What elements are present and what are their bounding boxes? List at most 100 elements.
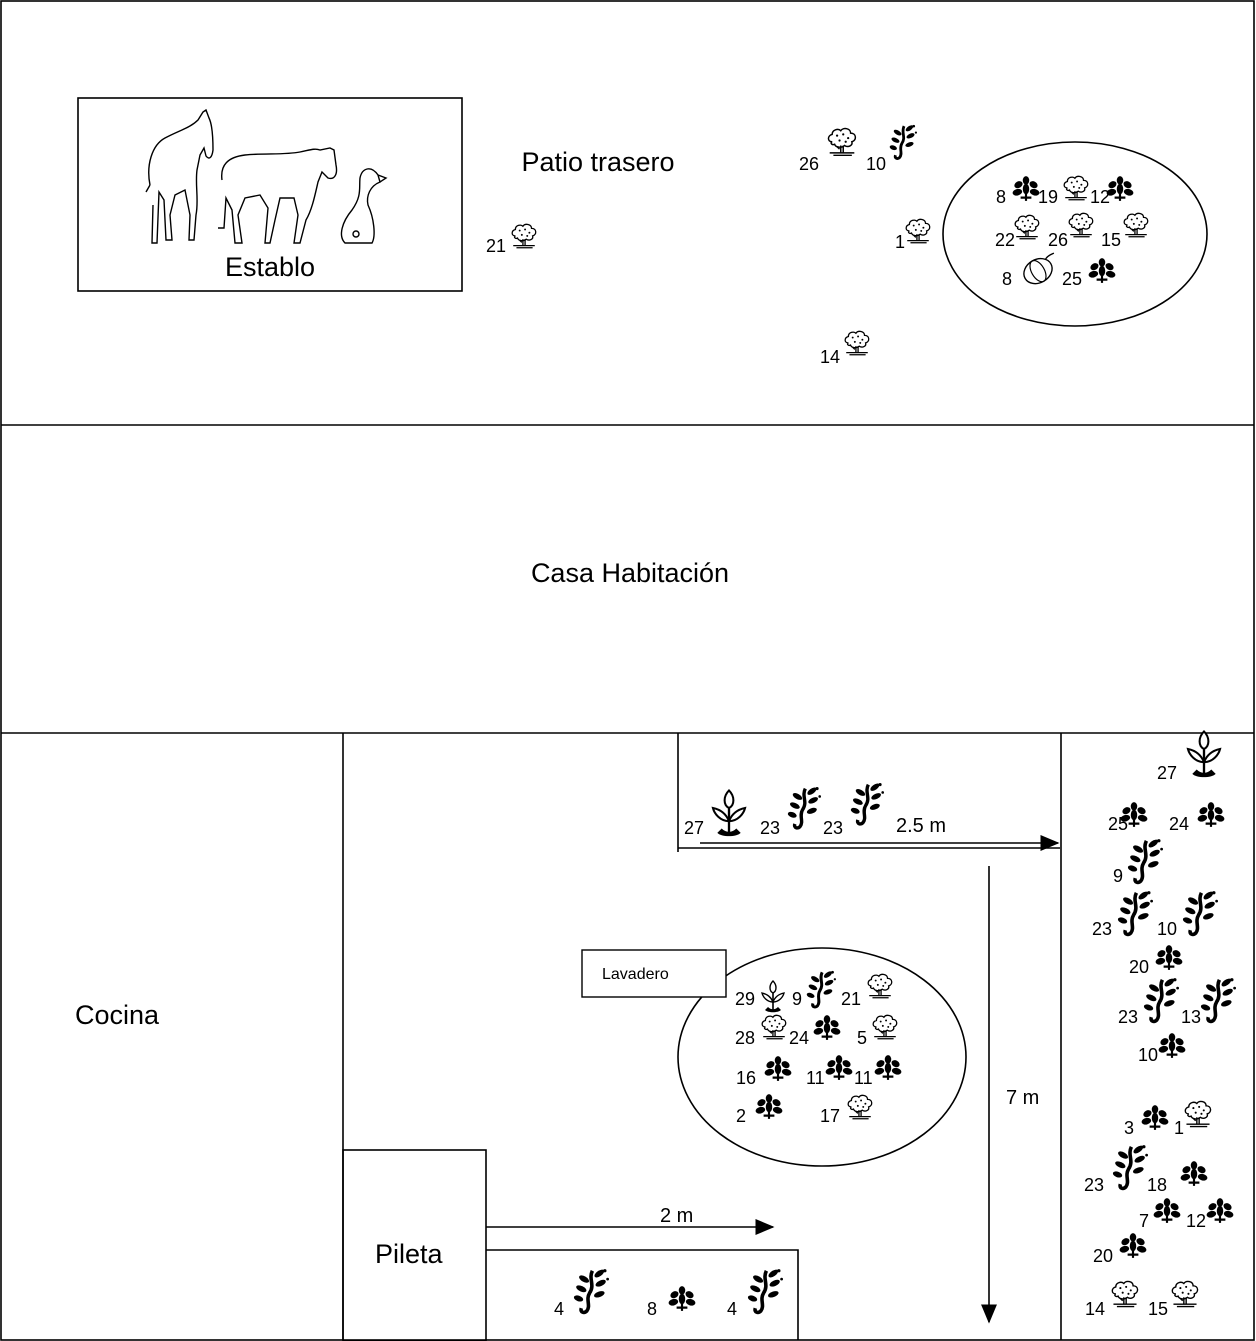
plant-number: 12 (1186, 1211, 1206, 1231)
shrub-icon (825, 1054, 853, 1081)
plant-number: 21 (486, 236, 506, 256)
plant-marker: 18 (1147, 1160, 1208, 1195)
pileta-label: Pileta (375, 1239, 444, 1269)
plant-marker: 28 (735, 1014, 787, 1048)
plant-marker: 19 (1038, 175, 1089, 207)
shrub-icon (1158, 1032, 1186, 1059)
plant-number: 10 (1157, 919, 1177, 939)
tree-icon (872, 1014, 898, 1040)
dimension-vertical-label: 7 m (1006, 1087, 1039, 1109)
pileta-box (342, 1149, 487, 1341)
herb-icon (806, 970, 836, 1009)
tree-icon (511, 223, 537, 249)
plant-number: 2 (736, 1106, 746, 1126)
plant-marker: 25 (1062, 257, 1116, 289)
plant-marker: 25 (1108, 801, 1148, 834)
tree-icon (1184, 1100, 1212, 1128)
plant-marker: 7 (1139, 1197, 1181, 1231)
lavadero-planting-circle (677, 947, 967, 1167)
shrub-icon (668, 1285, 696, 1312)
lavadero-box (581, 949, 727, 998)
tree-icon (1111, 1280, 1139, 1308)
shrub-icon (755, 1093, 783, 1120)
plant-number: 8 (1002, 269, 1012, 289)
shrub-icon (1141, 1104, 1169, 1131)
tree-icon (844, 330, 870, 356)
plant-number: 16 (736, 1068, 756, 1088)
plant-number: 25 (1062, 269, 1082, 289)
flower-icon (761, 980, 785, 1014)
dimension-top-label: 2.5 m (896, 815, 946, 837)
plant-marker: 17 (820, 1094, 873, 1126)
plant-marker: 4 (554, 1268, 609, 1319)
plant-marker: 23 (760, 786, 821, 838)
tree-icon (867, 973, 893, 999)
plant-marker: 16 (736, 1055, 792, 1088)
plant-number: 15 (1148, 1299, 1168, 1319)
plant-marker: 20 (1129, 944, 1183, 977)
plant-number: 11 (854, 1068, 873, 1088)
shrub-icon (1155, 944, 1183, 971)
tree-icon (1123, 212, 1149, 238)
plant-marker: 11 (854, 1054, 902, 1088)
plant-number: 18 (1147, 1175, 1167, 1195)
plant-number: 20 (1093, 1246, 1113, 1266)
plant-marker: 10 (1157, 890, 1218, 939)
pumpkin-icon (1020, 252, 1056, 287)
plant-marker: 10 (1138, 1032, 1186, 1065)
horse-icon (145, 108, 214, 244)
plant-marker: 23 (1084, 1144, 1148, 1195)
shrub-icon (1119, 1232, 1147, 1259)
shrub-icon (1206, 1197, 1234, 1224)
shrub-icon (1012, 175, 1040, 202)
herb-icon (1143, 977, 1179, 1024)
plant-number: 4 (727, 1299, 737, 1319)
plant-number: 4 (554, 1299, 564, 1319)
plant-marker: 24 (1169, 801, 1225, 834)
plant-number: 14 (820, 347, 840, 367)
plant-marker: 20 (1093, 1232, 1147, 1266)
duck-icon (340, 168, 388, 244)
plant-number: 1 (895, 232, 905, 252)
plant-number: 26 (799, 154, 819, 174)
plant-number: 24 (1169, 814, 1189, 834)
shrub-icon (1180, 1160, 1208, 1187)
plant-marker: 21 (486, 223, 537, 256)
patio-planting-circle (942, 141, 1208, 327)
tree-icon (905, 218, 931, 244)
tree-icon (1014, 214, 1040, 240)
tree-icon (847, 1094, 873, 1120)
plant-number: 23 (1092, 919, 1112, 939)
tree-icon (1068, 212, 1094, 238)
plant-marker: 10 (866, 124, 917, 174)
plant-number: 19 (1038, 187, 1058, 207)
plant-marker: 11 (806, 1054, 853, 1088)
herb-icon (1182, 890, 1218, 937)
establo-box (77, 97, 463, 292)
plant-number: 3 (1124, 1118, 1134, 1138)
tree-icon (1063, 175, 1089, 201)
herb-icon (1127, 838, 1163, 885)
shrub-icon (1106, 175, 1134, 202)
patio-trasero-label: Patio trasero (521, 147, 674, 177)
plant-marker: 8 (996, 175, 1040, 207)
plant-marker: 12 (1186, 1197, 1234, 1231)
plant-marker: 1 (895, 218, 931, 252)
plant-marker: 23 (823, 782, 884, 838)
plant-number: 27 (1157, 763, 1177, 783)
plant-number: 13 (1181, 1007, 1201, 1027)
plant-marker: 22 (995, 214, 1040, 250)
plant-marker: 4 (727, 1268, 783, 1319)
herb-icon (889, 124, 917, 160)
plant-marker: 9 (792, 970, 836, 1009)
shrub-icon (1197, 801, 1225, 828)
plant-marker: 12 (1090, 175, 1134, 207)
tree-icon (827, 127, 857, 157)
plant-marker: 26 (1048, 212, 1094, 250)
plant-marker: 21 (841, 973, 893, 1009)
plant-number: 10 (866, 154, 886, 174)
shrub-icon (813, 1014, 841, 1041)
plant-number: 1 (1174, 1118, 1184, 1138)
